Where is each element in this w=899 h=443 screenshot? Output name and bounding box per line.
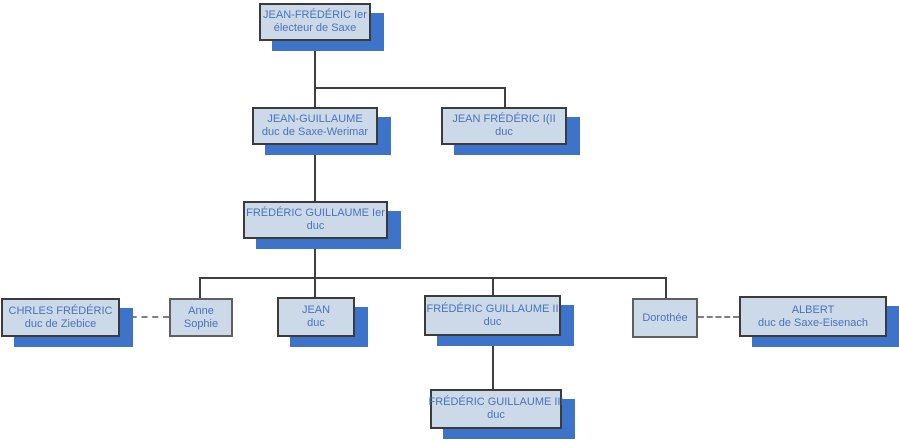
node-label: FRÉDÉRIC GUILLAUME II — [426, 302, 559, 315]
connector-fg2-drop — [492, 279, 494, 295]
node-sublabel: duc — [495, 126, 513, 138]
connector-fg2-to-fg3 — [492, 336, 494, 389]
connector-l1-crossbar — [314, 87, 506, 89]
node-jean-frederic-i-ii[interactable]: JEAN FRÉDÉRIC I(II duc — [441, 107, 567, 145]
node-sublabel: duc — [487, 409, 505, 421]
node-jean[interactable]: JEAN duc — [277, 297, 355, 337]
node-sublabel: duc de Saxe-Eisenach — [757, 316, 869, 329]
node-sublabel: duc — [483, 315, 502, 328]
marriage-line-chrles-anne — [120, 316, 169, 318]
node-frederic-guillaume-iii[interactable]: FRÉDÉRIC GUILLAUME III duc — [428, 389, 564, 429]
node-label: JEAN-FRÉDÉRIC Ier — [263, 9, 367, 21]
node-label: JEAN-GUILLAUME — [267, 113, 363, 125]
node-label: CHRLES FRÉDÉRIC — [8, 304, 113, 317]
node-label: Dorothée — [642, 311, 688, 324]
node-label: FRÉDÉRIC GUILLAUME Ier — [246, 207, 385, 219]
node-sublabel: duc — [306, 220, 325, 232]
marriage-line-dorothee-albert — [698, 316, 739, 318]
connector-l2b-drop — [504, 89, 506, 107]
connector-l3-crossbar — [199, 277, 667, 279]
node-label: JEAN — [301, 304, 331, 316]
connector-l1-stem — [314, 41, 316, 107]
node-frederic-guillaume-ier[interactable]: FRÉDÉRIC GUILLAUME Ier duc — [243, 201, 388, 239]
node-frederic-guillaume-ii[interactable]: FRÉDÉRIC GUILLAUME II duc — [424, 295, 561, 336]
node-sublabel: électeur de Saxe — [273, 22, 357, 34]
node-label: FRÉDÉRIC GUILLAUME III — [428, 396, 564, 408]
node-sublabel: duc de Saxe-Werimar — [261, 126, 369, 138]
node-jean-guillaume[interactable]: JEAN-GUILLAUME duc de Saxe-Werimar — [252, 107, 378, 145]
connector-dorothee-drop — [665, 279, 667, 298]
node-albert[interactable]: ALBERT duc de Saxe-Eisenach — [739, 296, 887, 337]
node-chrles-frederic[interactable]: CHRLES FRÉDÉRIC duc de Ziebice — [1, 298, 120, 337]
connector-anne-drop — [199, 279, 201, 298]
node-sublabel: duc de Ziebice — [24, 317, 97, 330]
node-sublabel: duc — [307, 317, 325, 329]
connector-l3-stem — [314, 239, 316, 297]
connector-l2a-to-l3 — [314, 145, 316, 201]
node-dorothee[interactable]: Dorothée — [632, 298, 698, 338]
node-sublabel: Sophie — [183, 317, 219, 330]
node-label: ALBERT — [791, 303, 835, 316]
node-anne-sophie[interactable]: Anne Sophie — [169, 298, 233, 337]
node-label: Anne — [188, 304, 214, 317]
node-label: JEAN FRÉDÉRIC I(II — [452, 113, 556, 125]
node-jean-frederic-ier[interactable]: JEAN-FRÉDÉRIC Ier électeur de Saxe — [259, 3, 371, 41]
